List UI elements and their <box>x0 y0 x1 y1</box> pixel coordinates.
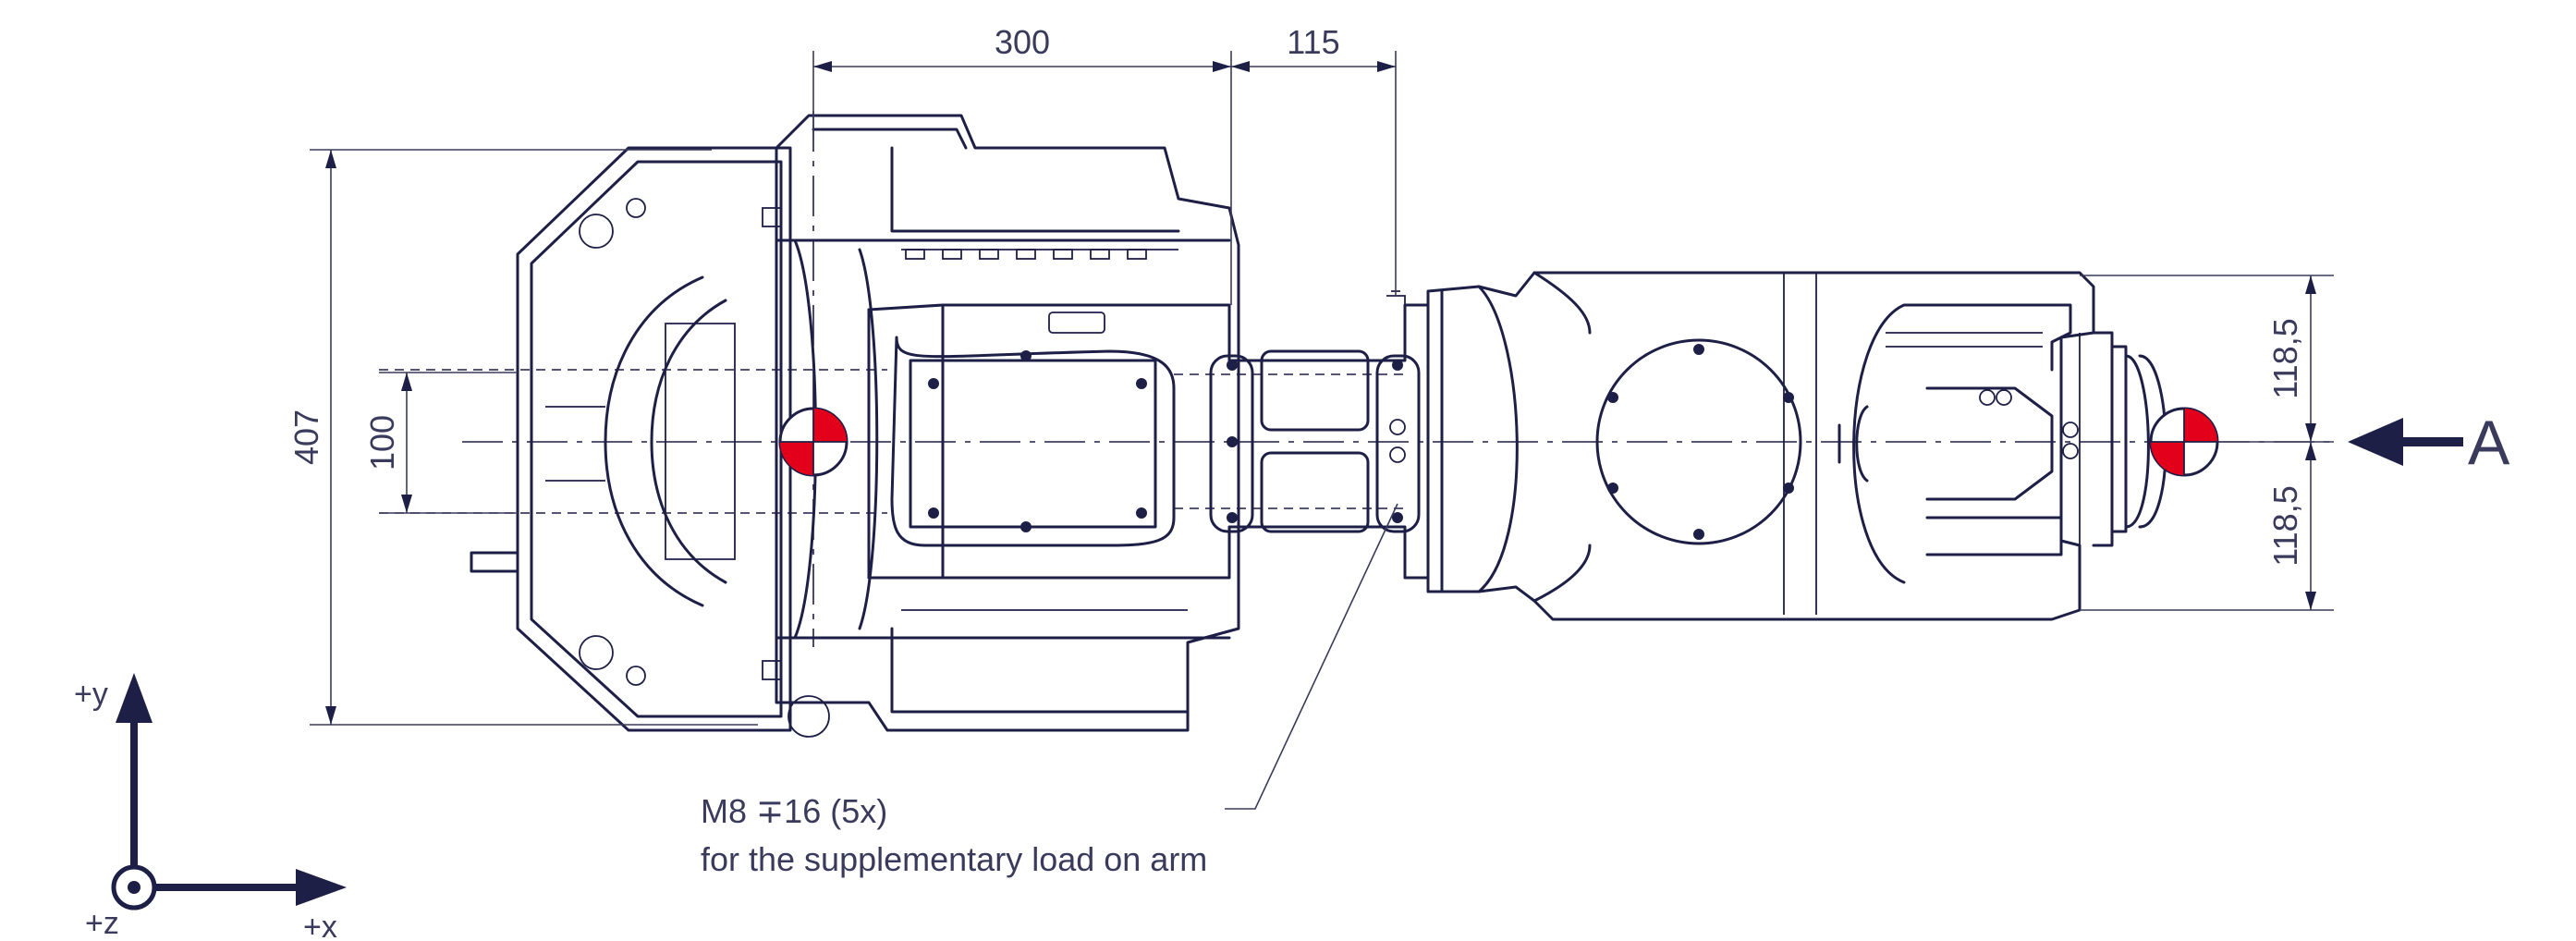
centerlines <box>462 111 2329 647</box>
view-label: A <box>2468 408 2510 478</box>
column-bolts <box>905 249 1147 260</box>
coordinate-system: +y +z +x <box>74 673 347 941</box>
wrist-hole-icon <box>2062 443 2079 459</box>
mounting-hole-icon <box>1389 419 1406 435</box>
robot-forearm <box>1426 271 2167 621</box>
wrist-hole-icon <box>1996 389 2012 406</box>
tcp-marker-right <box>2149 407 2219 477</box>
dimension-labels: 300 115 407 100 118,5 118,5 <box>287 23 2304 567</box>
base-hole-icon <box>626 666 646 686</box>
arrow-left-icon <box>2348 418 2403 466</box>
annotation-leader <box>1225 503 1398 810</box>
axis-y-label: +y <box>74 677 108 712</box>
base-hole-icon <box>626 198 646 218</box>
annotation-line-1: M8 ∓16 (5x) <box>701 792 887 830</box>
wrist-hole-icon <box>2062 422 2079 438</box>
axis-x-label: +x <box>303 910 337 941</box>
wrist-hole-icon <box>1979 389 1996 406</box>
annotation-line-2: for the supplementary load on arm <box>701 840 1207 878</box>
robot-base <box>470 146 792 732</box>
dimension-lines <box>310 51 2334 726</box>
axis-z-label: +z <box>85 906 119 941</box>
tcp-marker-left <box>778 407 848 477</box>
dimension-115: 115 <box>1287 23 1339 61</box>
arrow-up-icon <box>116 673 153 723</box>
dimension-118-5-upper: 118,5 <box>2266 318 2304 398</box>
load-mounting-pads <box>1209 349 1421 533</box>
dimension-407: 407 <box>287 409 325 465</box>
base-hole-icon <box>579 214 614 249</box>
dimension-300: 300 <box>995 23 1050 61</box>
base-hole-icon <box>579 635 614 670</box>
mounting-hole-icon <box>1389 446 1406 463</box>
dimension-118-5-lower: 118,5 <box>2266 485 2304 566</box>
view-arrow-a: A <box>2348 408 2510 478</box>
dimension-100: 100 <box>363 415 401 470</box>
arrow-right-icon <box>296 869 347 906</box>
column-cable-icon <box>787 695 830 738</box>
robot-arm <box>867 290 1430 580</box>
